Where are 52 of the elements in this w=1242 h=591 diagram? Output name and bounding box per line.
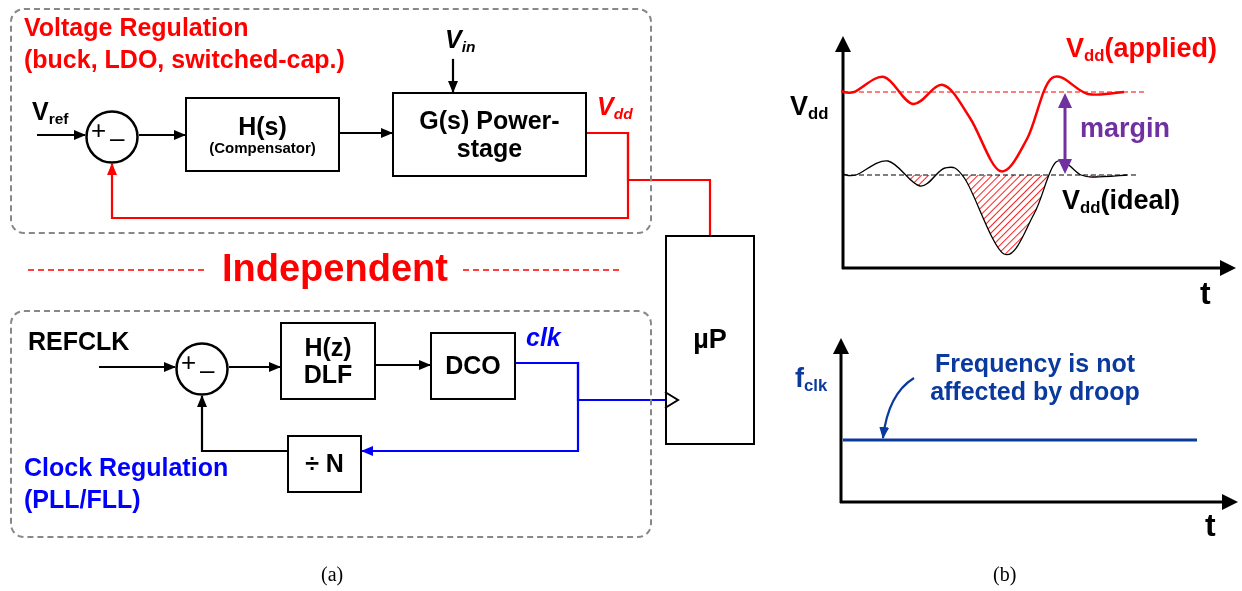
leader-arrow [879, 377, 915, 439]
curve-label: V$_{dd}$(ideal) [1062, 186, 1180, 218]
axis-label: t [1205, 508, 1216, 544]
arrow [374, 360, 431, 370]
block-box [665, 235, 755, 445]
arrow [197, 395, 287, 453]
axis-label: t [1200, 276, 1211, 312]
group-title: Clock Regulation [24, 454, 229, 482]
group-frame [10, 8, 652, 234]
block-box [287, 435, 362, 493]
arrow [137, 130, 186, 140]
block-label: H(s) [238, 112, 287, 140]
signal-label: V$_{ref}$ [32, 98, 69, 127]
axis-label: f$_{clk}$ [795, 364, 828, 396]
summing-junction [175, 342, 229, 396]
arrow [107, 131, 630, 220]
arrow [97, 362, 176, 372]
block-label: DCO [445, 352, 501, 380]
block-label: H(z) DLF [302, 333, 354, 389]
group-subtitle: (buck, LDO, switched-cap.) [24, 46, 345, 74]
plus-sign: + [181, 348, 197, 377]
plus-sign: + [91, 116, 107, 145]
minus-sign: – [200, 356, 215, 385]
arrow [35, 130, 86, 140]
summing-junction [85, 110, 139, 164]
signal-label: V$_{in}$ [445, 26, 476, 55]
divider-label: Independent [222, 248, 448, 290]
curve-label: V$_{dd}$(applied) [1066, 34, 1217, 66]
block-box [392, 92, 587, 177]
annotation-text: Frequency is not affected by droop [929, 350, 1141, 405]
group-frame [10, 310, 652, 538]
block-box [430, 332, 516, 400]
panel-caption: (a) [321, 563, 344, 585]
panel-caption: (b) [993, 563, 1017, 585]
signal-label: REFCLK [28, 328, 130, 356]
block-sublabel: (Compensator) [209, 140, 316, 157]
arrow [338, 128, 393, 138]
minus-sign: – [110, 124, 125, 153]
block-box [280, 322, 376, 400]
edge-label: V$_{dd}$ [597, 93, 633, 122]
arrow [227, 362, 281, 372]
group-title: Voltage Regulation [24, 14, 249, 42]
block-label: ÷ N [305, 450, 344, 478]
arrow [361, 361, 580, 456]
block-label: µP [693, 325, 727, 355]
arrow [448, 57, 458, 93]
block-label: G(s) Power-stage [418, 107, 561, 162]
axis-label: V$_{dd}$ [790, 92, 829, 124]
block-box [185, 97, 340, 172]
group-subtitle: (PLL/FLL) [24, 486, 141, 514]
edge-label: clk [526, 324, 561, 352]
dimension-label: margin [1080, 114, 1171, 144]
